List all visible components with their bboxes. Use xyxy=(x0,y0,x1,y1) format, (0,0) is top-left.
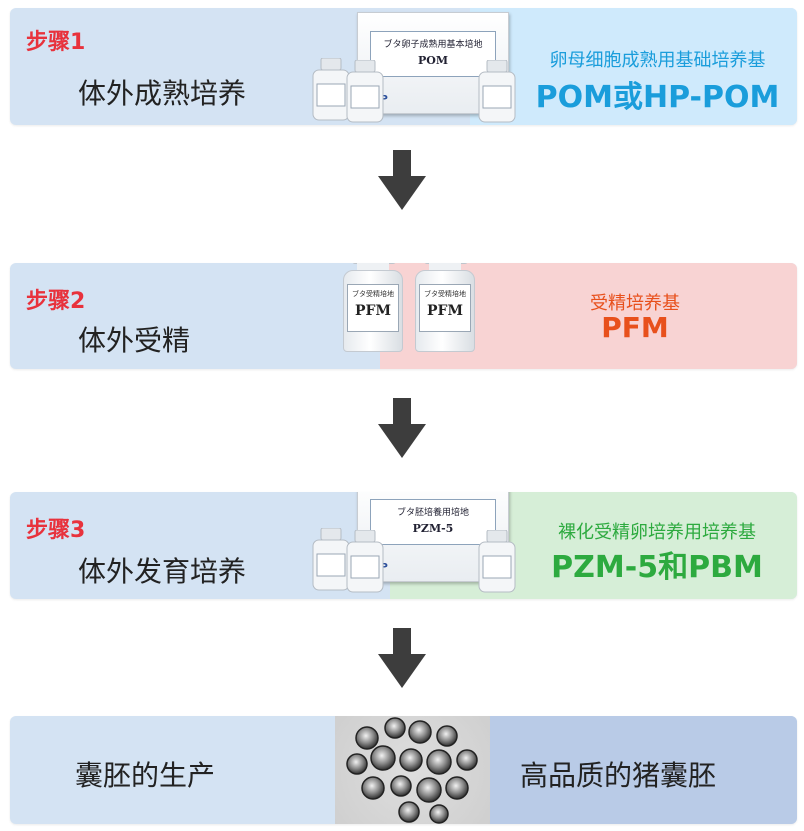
step-2-product-subtitle: 受精培养基 xyxy=(590,293,680,314)
step-2-panel: 步骤2 体外受精 ブタ受精培地 PFM ブタ受精培地 PFM 受精培养基 PFM xyxy=(10,263,797,369)
kit-box-name: PZM-5 xyxy=(412,522,454,535)
step-1-product-area xyxy=(470,8,797,125)
kit-box-name: POM xyxy=(417,54,449,67)
down-arrow-icon xyxy=(378,398,426,458)
step-3-title: 体外发育培养 xyxy=(78,555,247,588)
vial-icon xyxy=(478,530,516,593)
vial-icon xyxy=(312,58,350,121)
vial-icon xyxy=(346,530,384,593)
step-1-label: 步骤1 xyxy=(26,30,86,55)
pfm-bottle: ブタ受精培地 PFM xyxy=(415,263,475,352)
down-arrow-icon xyxy=(378,628,426,688)
vial-icon xyxy=(312,528,350,591)
step-3-product-name: PZM-5和PBM xyxy=(551,550,763,585)
step-3-product-photo: ブタ胚培養用培地 PZM-5 IFP xyxy=(295,492,535,597)
step-2-product-name: PFM xyxy=(601,311,669,344)
down-arrow-icon xyxy=(378,150,426,210)
result-right-text: 高品质的猪囊胚 xyxy=(520,759,717,792)
vial-icon xyxy=(346,60,384,123)
bottle-title: ブタ受精培地 xyxy=(352,290,394,298)
result-left-text: 囊胚的生产 xyxy=(75,759,216,792)
kit-box-title: ブタ卵子成熟用基本培地 xyxy=(383,40,483,50)
step-3-label: 步骤3 xyxy=(26,518,86,543)
pfm-bottle: ブタ受精培地 PFM xyxy=(343,263,403,352)
step-3-panel: 步骤3 体外发育培养 ブタ胚培養用培地 PZM-5 IFP 裸化受精卵培养用培养… xyxy=(10,492,797,599)
blastocyst-image xyxy=(346,717,478,824)
step-2-title: 体外受精 xyxy=(78,324,191,357)
bottle-title: ブタ受精培地 xyxy=(424,290,466,298)
step-2-label: 步骤2 xyxy=(26,289,86,314)
bottle-name: PFM xyxy=(355,303,391,319)
step-1-title: 体外成熟培养 xyxy=(78,77,247,110)
result-panel: 囊胚的生产 高品质的 xyxy=(10,716,797,824)
step-1-product-name: POM或HP-POM xyxy=(535,80,780,115)
bottle-name: PFM xyxy=(427,303,463,319)
step-1-product-photo: ブタ卵子成熟用基本培地 POM IFP xyxy=(295,8,535,125)
step-1-panel: 步骤1 体外成熟培养 ブタ卵子成熟用基本培地 POM IFP 卵母细胞成熟用基础… xyxy=(10,8,797,125)
step-1-product-subtitle: 卵母细胞成熟用基础培养基 xyxy=(549,50,766,71)
vial-icon xyxy=(478,60,516,123)
blastocyst-micrograph xyxy=(335,716,490,824)
kit-box-title: ブタ胚培養用培地 xyxy=(396,508,469,518)
result-right-area xyxy=(480,716,797,824)
step-3-product-subtitle: 裸化受精卵培养用培养基 xyxy=(558,522,756,543)
step-2-product-photo: ブタ受精培地 PFM ブタ受精培地 PFM xyxy=(335,263,490,365)
